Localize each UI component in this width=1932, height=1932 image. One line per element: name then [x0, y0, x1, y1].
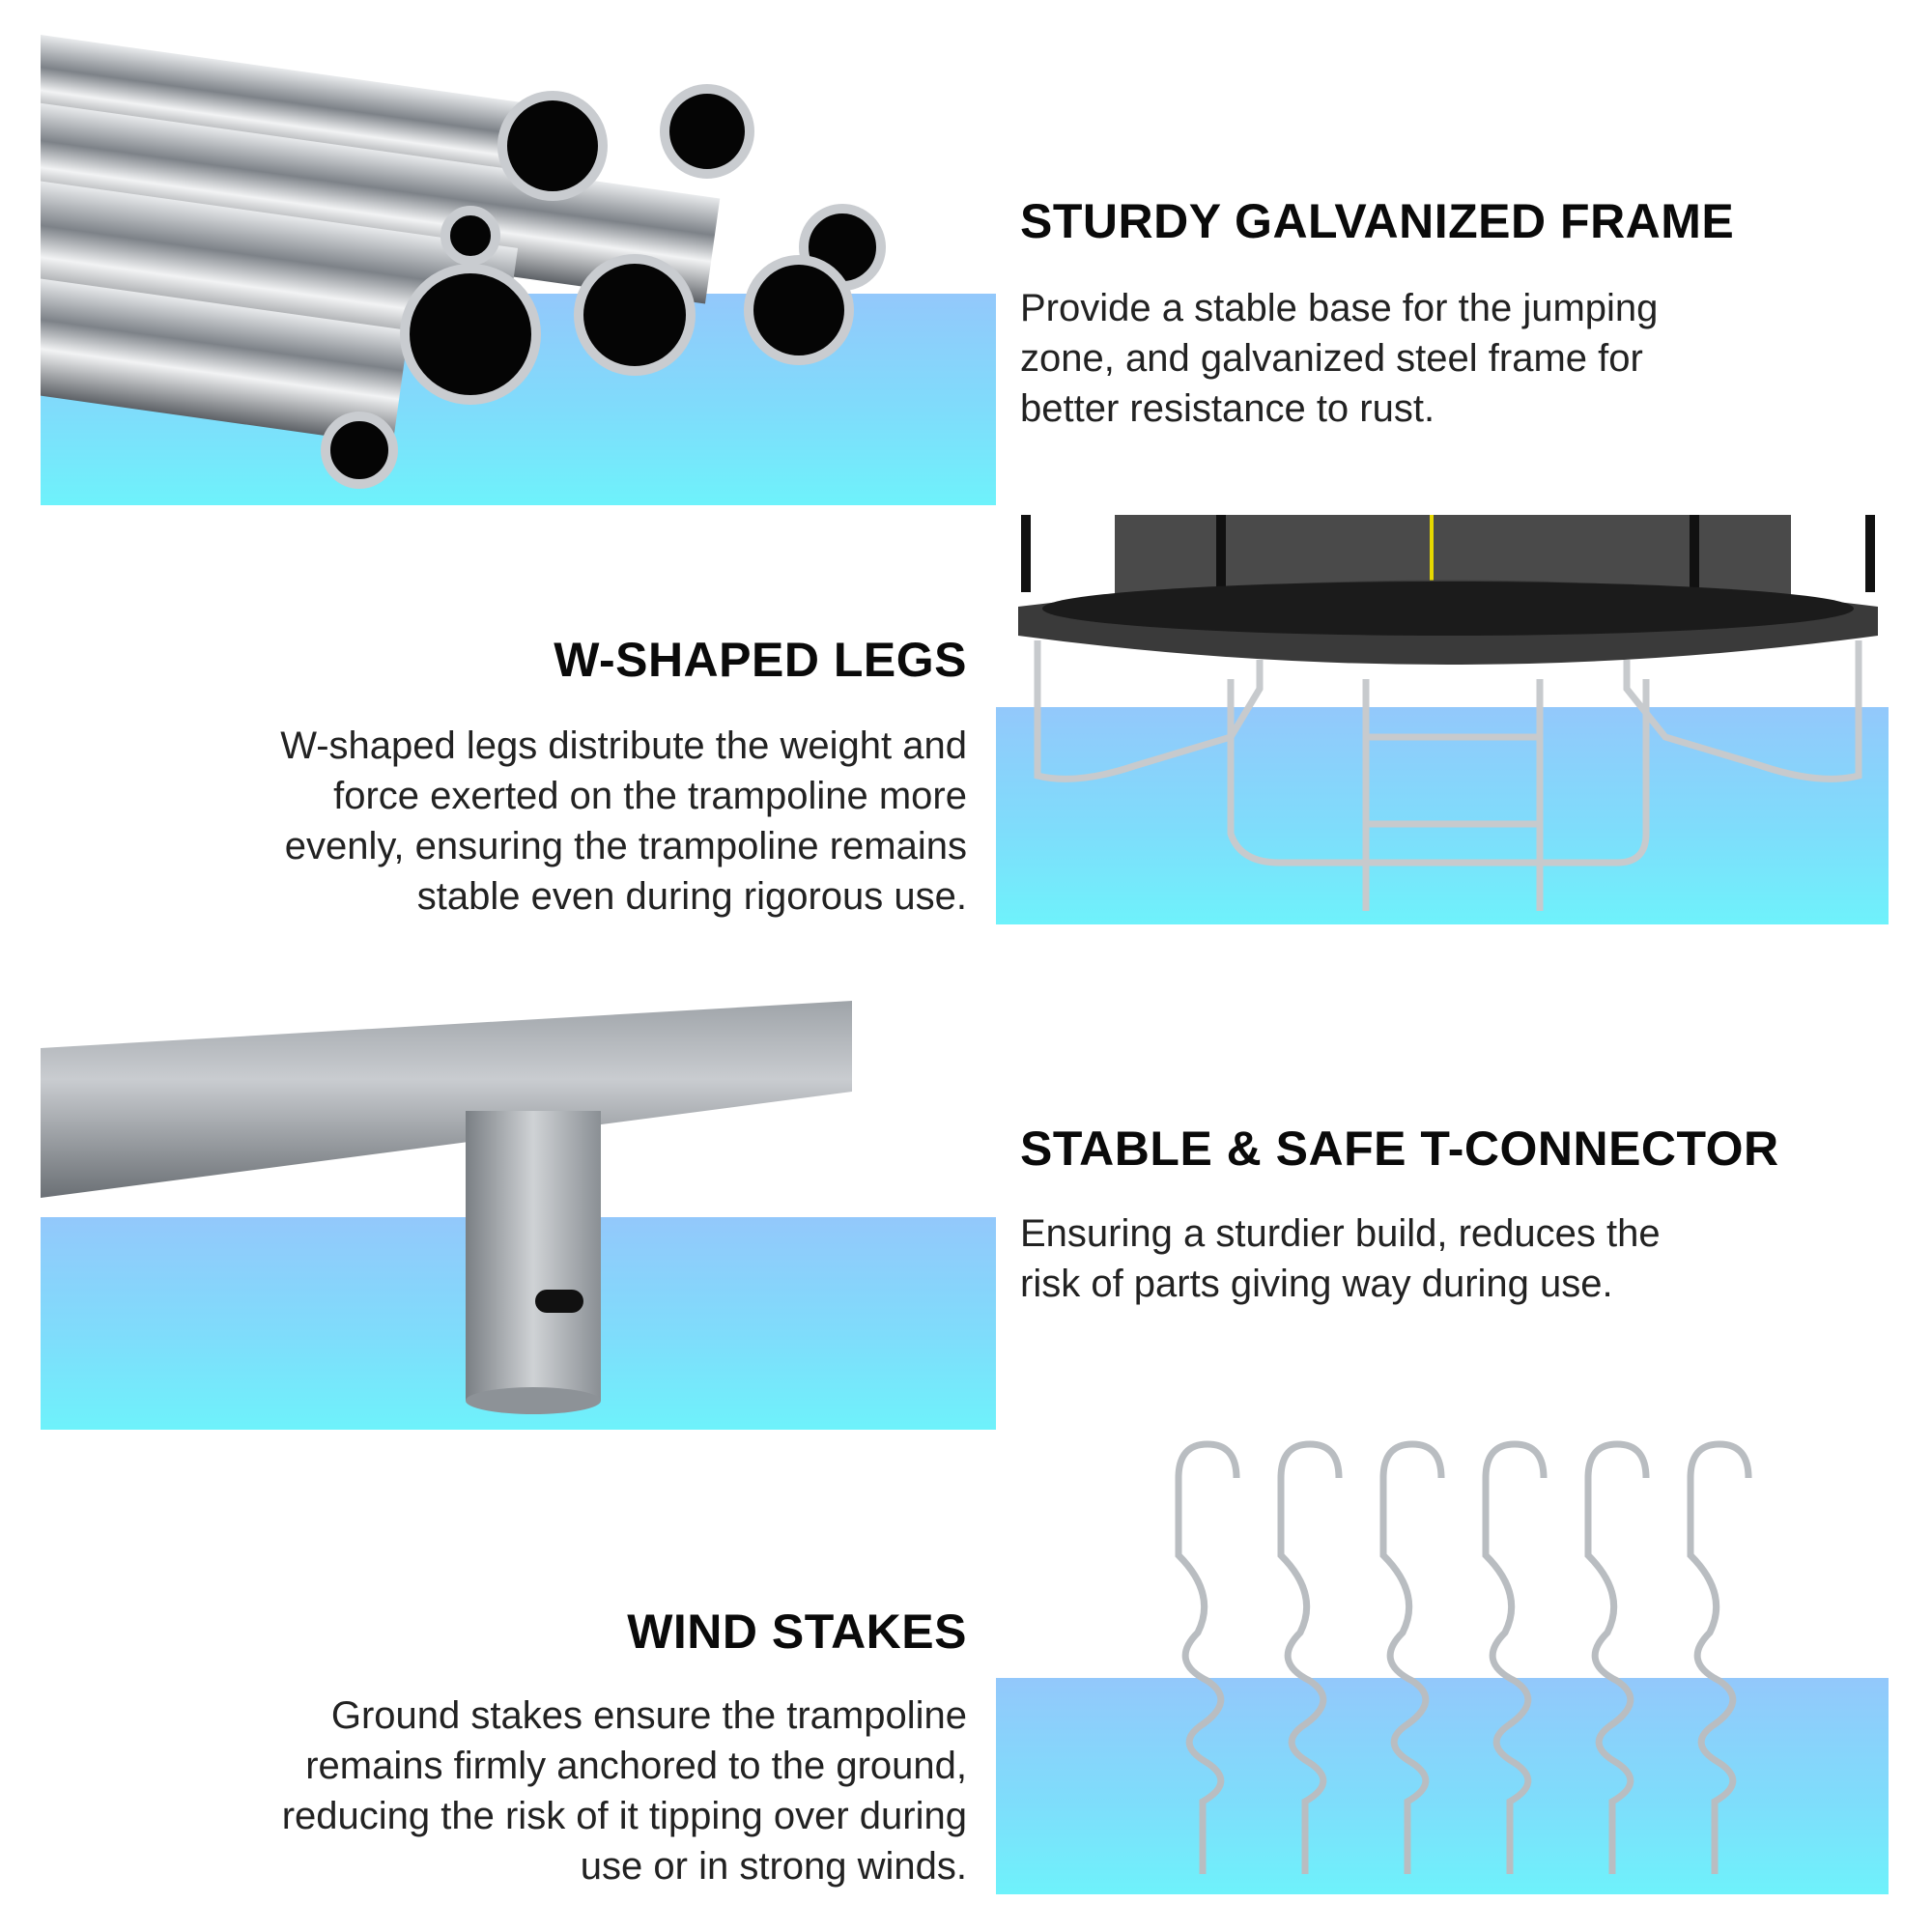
feature-description: Ensuring a sturdier build, reduces the r…	[1020, 1208, 1661, 1309]
stakes-image-backdrop	[996, 1678, 1889, 1894]
feature-description: W-shaped legs distribute the weight and …	[280, 721, 967, 922]
feature-title: STURDY GALVANIZED FRAME	[1020, 194, 1735, 248]
description-line: Ground stakes ensure the trampoline	[330, 1694, 967, 1737]
feature-description: Ground stakes ensure the trampoline rema…	[282, 1690, 967, 1891]
trampoline-legs-image	[1018, 515, 1878, 911]
description-line: Provide a stable base for the jumping	[1020, 287, 1659, 329]
description-line: W-shaped legs distribute the weight and	[280, 724, 967, 767]
description-line: use or in strong winds.	[580, 1845, 967, 1888]
description-line: remains firmly anchored to the ground,	[305, 1745, 967, 1787]
description-line: evenly, ensuring the trampoline remains	[284, 825, 967, 867]
steel-tubes-image	[41, 35, 886, 489]
feature-title: STABLE & SAFE T-CONNECTOR	[1020, 1122, 1779, 1176]
feature-title: WIND STAKES	[627, 1605, 967, 1659]
feature-description: Provide a stable base for the jumping zo…	[1020, 283, 1658, 434]
description-line: risk of parts giving way during use.	[1020, 1263, 1613, 1305]
description-line: stable even during rigorous use.	[416, 875, 967, 918]
description-line: Ensuring a sturdier build, reduces the	[1020, 1212, 1661, 1255]
wind-stakes-image	[1159, 1439, 1768, 1884]
legs-image-backdrop	[996, 707, 1889, 924]
description-line: reducing the risk of it tipping over dur…	[281, 1795, 967, 1837]
description-line: zone, and galvanized steel frame for	[1020, 337, 1643, 380]
feature-title: W-SHAPED LEGS	[554, 633, 967, 687]
t-connector-image	[41, 1001, 852, 1414]
description-line: force exerted on the trampoline more	[333, 775, 967, 817]
description-line: better resistance to rust.	[1020, 387, 1435, 430]
